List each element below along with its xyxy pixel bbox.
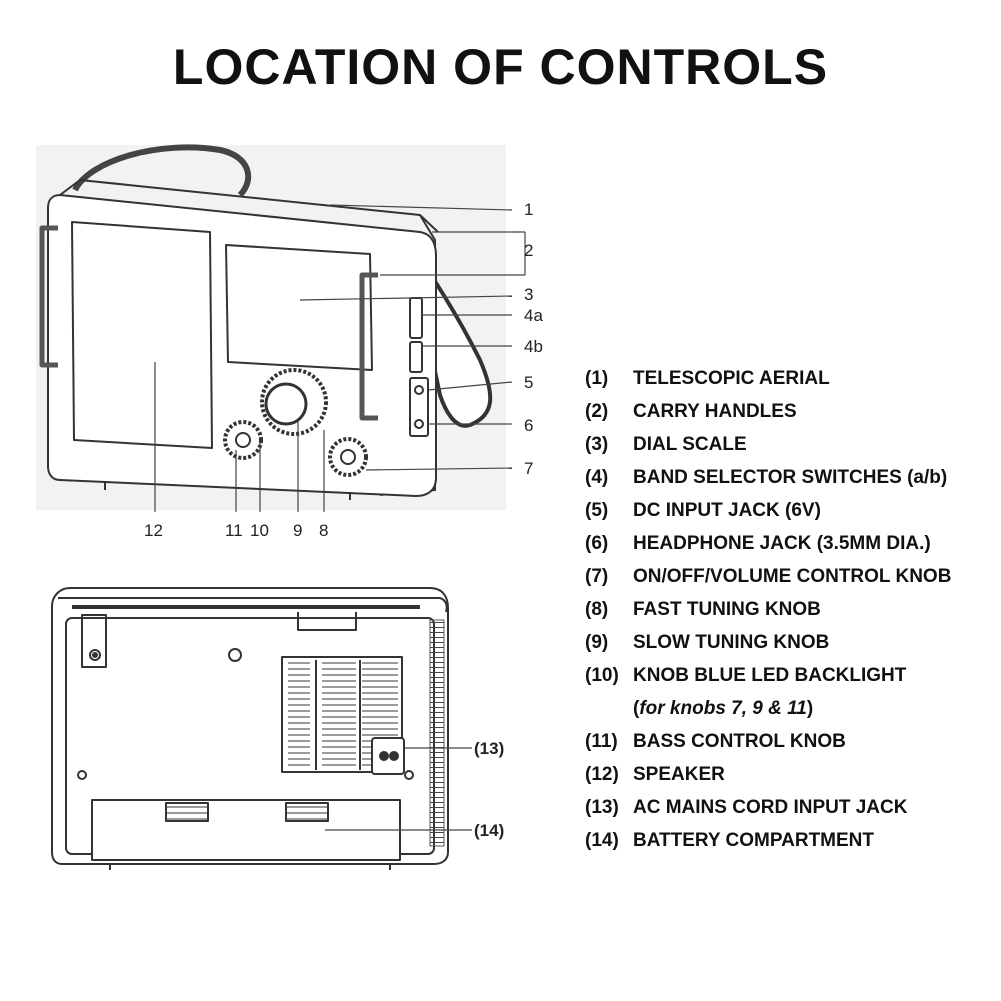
- speaker-panel: [71, 221, 213, 449]
- legend-item: (9) SLOW TUNING KNOB: [585, 626, 951, 659]
- legend-label: BATTERY COMPARTMENT: [633, 829, 875, 851]
- legend-item: (13) AC MAINS CORD INPUT JACK: [585, 791, 951, 824]
- page-title: LOCATION OF CONTROLS: [172, 39, 829, 95]
- legend-number: (2): [585, 400, 609, 422]
- legend-label: DIAL SCALE: [633, 433, 747, 455]
- legend-item: (6) HEADPHONE JACK (3.5MM DIA.): [585, 527, 951, 560]
- legend-item: (10) KNOB BLUE LED BACKLIGHT: [585, 659, 951, 692]
- legend-number: (3): [585, 433, 609, 455]
- legend-label: AC MAINS CORD INPUT JACK: [633, 796, 908, 818]
- legend-label: SLOW TUNING KNOB: [633, 631, 830, 653]
- callout-11: 11: [225, 521, 243, 540]
- front-leader-lines: [154, 204, 526, 512]
- controls-legend: (1) TELESCOPIC AERIAL (2) CARRY HANDLES …: [585, 362, 951, 857]
- legend-note-open: (: [633, 697, 640, 719]
- radio-back-view: [51, 587, 449, 870]
- legend-number: (1): [585, 367, 609, 389]
- legend-label: DC INPUT JACK (6V): [633, 499, 821, 521]
- legend-item: (7) ON/OFF/VOLUME CONTROL KNOB: [585, 560, 951, 593]
- callout-4b: 4b: [524, 337, 543, 356]
- dc-input-jack-icon: [414, 385, 424, 395]
- legend-number: (11): [585, 730, 618, 752]
- aerial-mount: [81, 614, 107, 668]
- legend-number: (8): [585, 598, 609, 620]
- radio-front-view: [36, 144, 506, 510]
- callout-8: 8: [319, 521, 328, 540]
- legend-item: (2) CARRY HANDLES: [585, 395, 951, 428]
- callout-7: 7: [524, 459, 533, 478]
- callout-10: 10: [250, 521, 269, 540]
- back-leader-lines: [325, 747, 472, 831]
- legend-label: KNOB BLUE LED BACKLIGHT: [633, 664, 907, 686]
- legend-number: (5): [585, 499, 609, 521]
- legend-note: (for knobs 7, 9 & 11): [633, 698, 813, 720]
- legend-item: (5) DC INPUT JACK (6V): [585, 494, 951, 527]
- legend-number: (12): [585, 763, 619, 785]
- legend-note-text: for knobs 7, 9 & 11: [639, 697, 807, 719]
- legend-label: TELESCOPIC AERIAL: [633, 367, 830, 389]
- legend-item: (11) BASS CONTROL KNOB: [585, 725, 951, 758]
- legend-item: (12) SPEAKER: [585, 758, 951, 791]
- legend-label: FAST TUNING KNOB: [633, 598, 821, 620]
- legend-number: (13): [585, 796, 619, 818]
- legend-item: (3) DIAL SCALE: [585, 428, 951, 461]
- callout-12: 12: [144, 521, 163, 540]
- legend-item: (1) TELESCOPIC AERIAL: [585, 362, 951, 395]
- callout-9: 9: [293, 521, 302, 540]
- volume-control-knob: [328, 437, 368, 477]
- bass-control-knob: [223, 420, 263, 460]
- callout-3: 3: [524, 285, 533, 304]
- legend-number: (9): [585, 631, 609, 653]
- callout-14: (14): [474, 821, 504, 840]
- legend-item: (4) BAND SELECTOR SWITCHES (a/b): [585, 461, 951, 494]
- fast-tuning-knob: [260, 368, 328, 436]
- legend-label: BAND SELECTOR SWITCHES (a/b): [633, 466, 948, 488]
- headphone-jack-icon: [414, 419, 424, 429]
- dial-scale-panel: [225, 244, 373, 371]
- legend-label: BASS CONTROL KNOB: [633, 730, 846, 752]
- legend-number: (6): [585, 532, 609, 554]
- callout-5: 5: [524, 373, 533, 392]
- legend-item-note: (for knobs 7, 9 & 11): [585, 692, 951, 725]
- legend-note-close: ): [806, 697, 814, 719]
- callout-13: (13): [474, 739, 504, 758]
- legend-number: (14): [585, 829, 619, 851]
- legend-number: (7): [585, 565, 609, 587]
- left-carry-handle: [39, 225, 58, 368]
- callout-2: 2: [524, 241, 533, 260]
- right-carry-handle: [359, 272, 378, 421]
- callout-4a: 4a: [524, 306, 543, 325]
- legend-label: ON/OFF/VOLUME CONTROL KNOB: [633, 565, 952, 587]
- legend-label: CARRY HANDLES: [633, 400, 797, 422]
- legend-item: (14) BATTERY COMPARTMENT: [585, 824, 951, 857]
- legend-number: (4): [585, 466, 609, 488]
- callout-1: 1: [524, 200, 533, 219]
- band-switch-b-icon: [409, 341, 423, 373]
- legend-label: HEADPHONE JACK (3.5MM DIA.): [633, 532, 931, 554]
- legend-label: SPEAKER: [633, 763, 725, 785]
- legend-number: (10): [585, 664, 619, 686]
- slow-tuning-knob: [264, 382, 308, 426]
- carry-strap: [72, 144, 252, 198]
- callout-6: 6: [524, 416, 533, 435]
- legend-item: (8) FAST TUNING KNOB: [585, 593, 951, 626]
